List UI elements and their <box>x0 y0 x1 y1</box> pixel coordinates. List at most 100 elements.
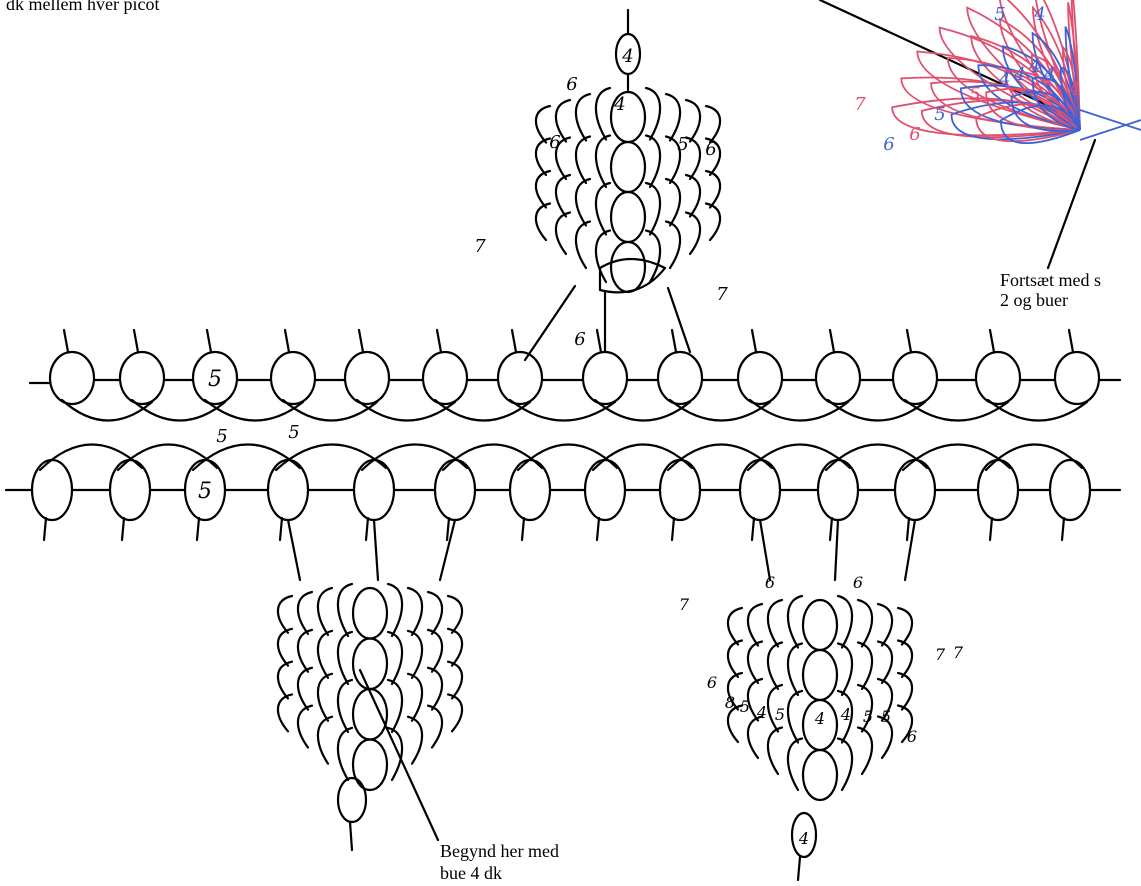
chain-arc <box>826 398 927 422</box>
top-row-ring <box>974 350 1022 406</box>
cluster-arc <box>664 220 682 270</box>
count-label: 7 <box>854 94 866 115</box>
count-label: 5 <box>969 84 980 105</box>
top-row-ring <box>736 350 784 406</box>
center-ring <box>609 140 647 194</box>
picot-line <box>120 516 126 542</box>
picot-line <box>670 516 676 542</box>
count-label: 4 <box>998 69 1010 90</box>
inset-arc <box>999 104 1081 145</box>
count-label: 7 <box>716 284 728 305</box>
cluster-arc <box>876 677 894 722</box>
cluster-arc <box>336 678 354 734</box>
count-label: 4 <box>621 46 633 67</box>
picot-line <box>357 328 365 354</box>
cluster-arc <box>276 594 294 634</box>
center-ring <box>801 648 839 702</box>
cluster-arc <box>554 173 572 218</box>
cluster-arc <box>704 137 722 177</box>
inset-arc <box>950 101 1081 141</box>
chain-arc <box>824 443 929 472</box>
cluster-arc <box>704 202 722 242</box>
cluster-arc <box>664 177 682 227</box>
bottom-row-ring <box>583 458 627 522</box>
note-top-left: dk mellem hver picot <box>6 0 160 14</box>
top-row-ring <box>118 350 166 406</box>
cluster-arc <box>644 134 662 189</box>
bottom-row-ring <box>508 458 552 522</box>
cluster-arc <box>534 104 552 144</box>
cluster-arc <box>746 715 764 760</box>
cluster-arc <box>594 86 612 141</box>
count-label: 4 <box>814 709 825 728</box>
cluster-arc <box>534 202 552 242</box>
chain-arc <box>360 443 469 472</box>
picot-line <box>1060 516 1066 542</box>
center-ring <box>609 190 647 244</box>
center-ring <box>609 240 647 294</box>
count-label: 5 <box>881 707 891 726</box>
cluster-arc <box>856 726 874 776</box>
count-label: 4 <box>1068 79 1080 100</box>
cluster-arc <box>554 211 572 256</box>
picot-line <box>364 516 370 542</box>
chain-arc <box>355 398 457 422</box>
top-row-ring <box>891 350 939 406</box>
cluster-arc <box>684 211 702 256</box>
picot-line <box>905 328 913 354</box>
count-label: 5 <box>198 479 212 504</box>
count-label: 4 <box>840 705 851 724</box>
count-label: 4 <box>798 829 809 848</box>
count-label: 7 <box>935 645 946 664</box>
cluster-arc <box>574 177 592 227</box>
bottom-row-ring <box>30 458 74 522</box>
bottom-row-ring <box>816 458 860 522</box>
chain-arc <box>516 443 619 472</box>
bottom-row-ring <box>352 458 396 522</box>
cluster-arc <box>296 628 314 673</box>
cluster-arc <box>896 671 914 711</box>
thread-line <box>372 518 380 582</box>
cluster-arc <box>704 169 722 209</box>
cluster-arc <box>386 726 404 781</box>
center-ring <box>351 586 389 640</box>
cluster-arc <box>554 136 572 181</box>
cluster-arc <box>786 737 804 792</box>
cluster-arc <box>446 660 464 700</box>
cluster-arc <box>726 671 744 711</box>
bottom-row-ring <box>1048 458 1092 522</box>
chain-arc <box>274 443 388 472</box>
count-label: 5 <box>934 104 945 125</box>
count-label: 4 <box>1033 4 1045 25</box>
cluster-arc <box>726 639 744 679</box>
cluster-arc <box>644 229 662 284</box>
count-label: 6 <box>883 134 894 155</box>
cluster-arc <box>534 137 552 177</box>
chain-arc <box>38 443 144 472</box>
cluster-arc <box>296 666 314 711</box>
picot-line <box>510 328 518 354</box>
inset-arc <box>1031 76 1081 131</box>
chain-arc <box>748 398 850 422</box>
top-row-ring <box>496 350 544 406</box>
cluster-arc <box>406 672 424 722</box>
cluster-arc <box>664 92 682 142</box>
chain-arc <box>593 398 692 422</box>
cluster-arc <box>836 737 854 792</box>
cluster-arc <box>406 586 424 637</box>
top-row-ring <box>421 350 469 406</box>
inset-arc <box>1064 26 1081 131</box>
top-row-ring <box>581 350 629 406</box>
cluster-arc <box>836 594 854 649</box>
picot-line <box>348 820 354 852</box>
cluster-arc <box>726 606 744 646</box>
center-ring <box>351 637 389 691</box>
cluster-arc <box>554 98 572 143</box>
bottom-row-ring <box>433 458 477 522</box>
cluster-arc <box>876 640 894 685</box>
cluster-arc <box>446 693 464 733</box>
center-ring <box>801 598 839 652</box>
cluster-arc <box>386 678 404 734</box>
cluster-arc <box>836 642 854 697</box>
